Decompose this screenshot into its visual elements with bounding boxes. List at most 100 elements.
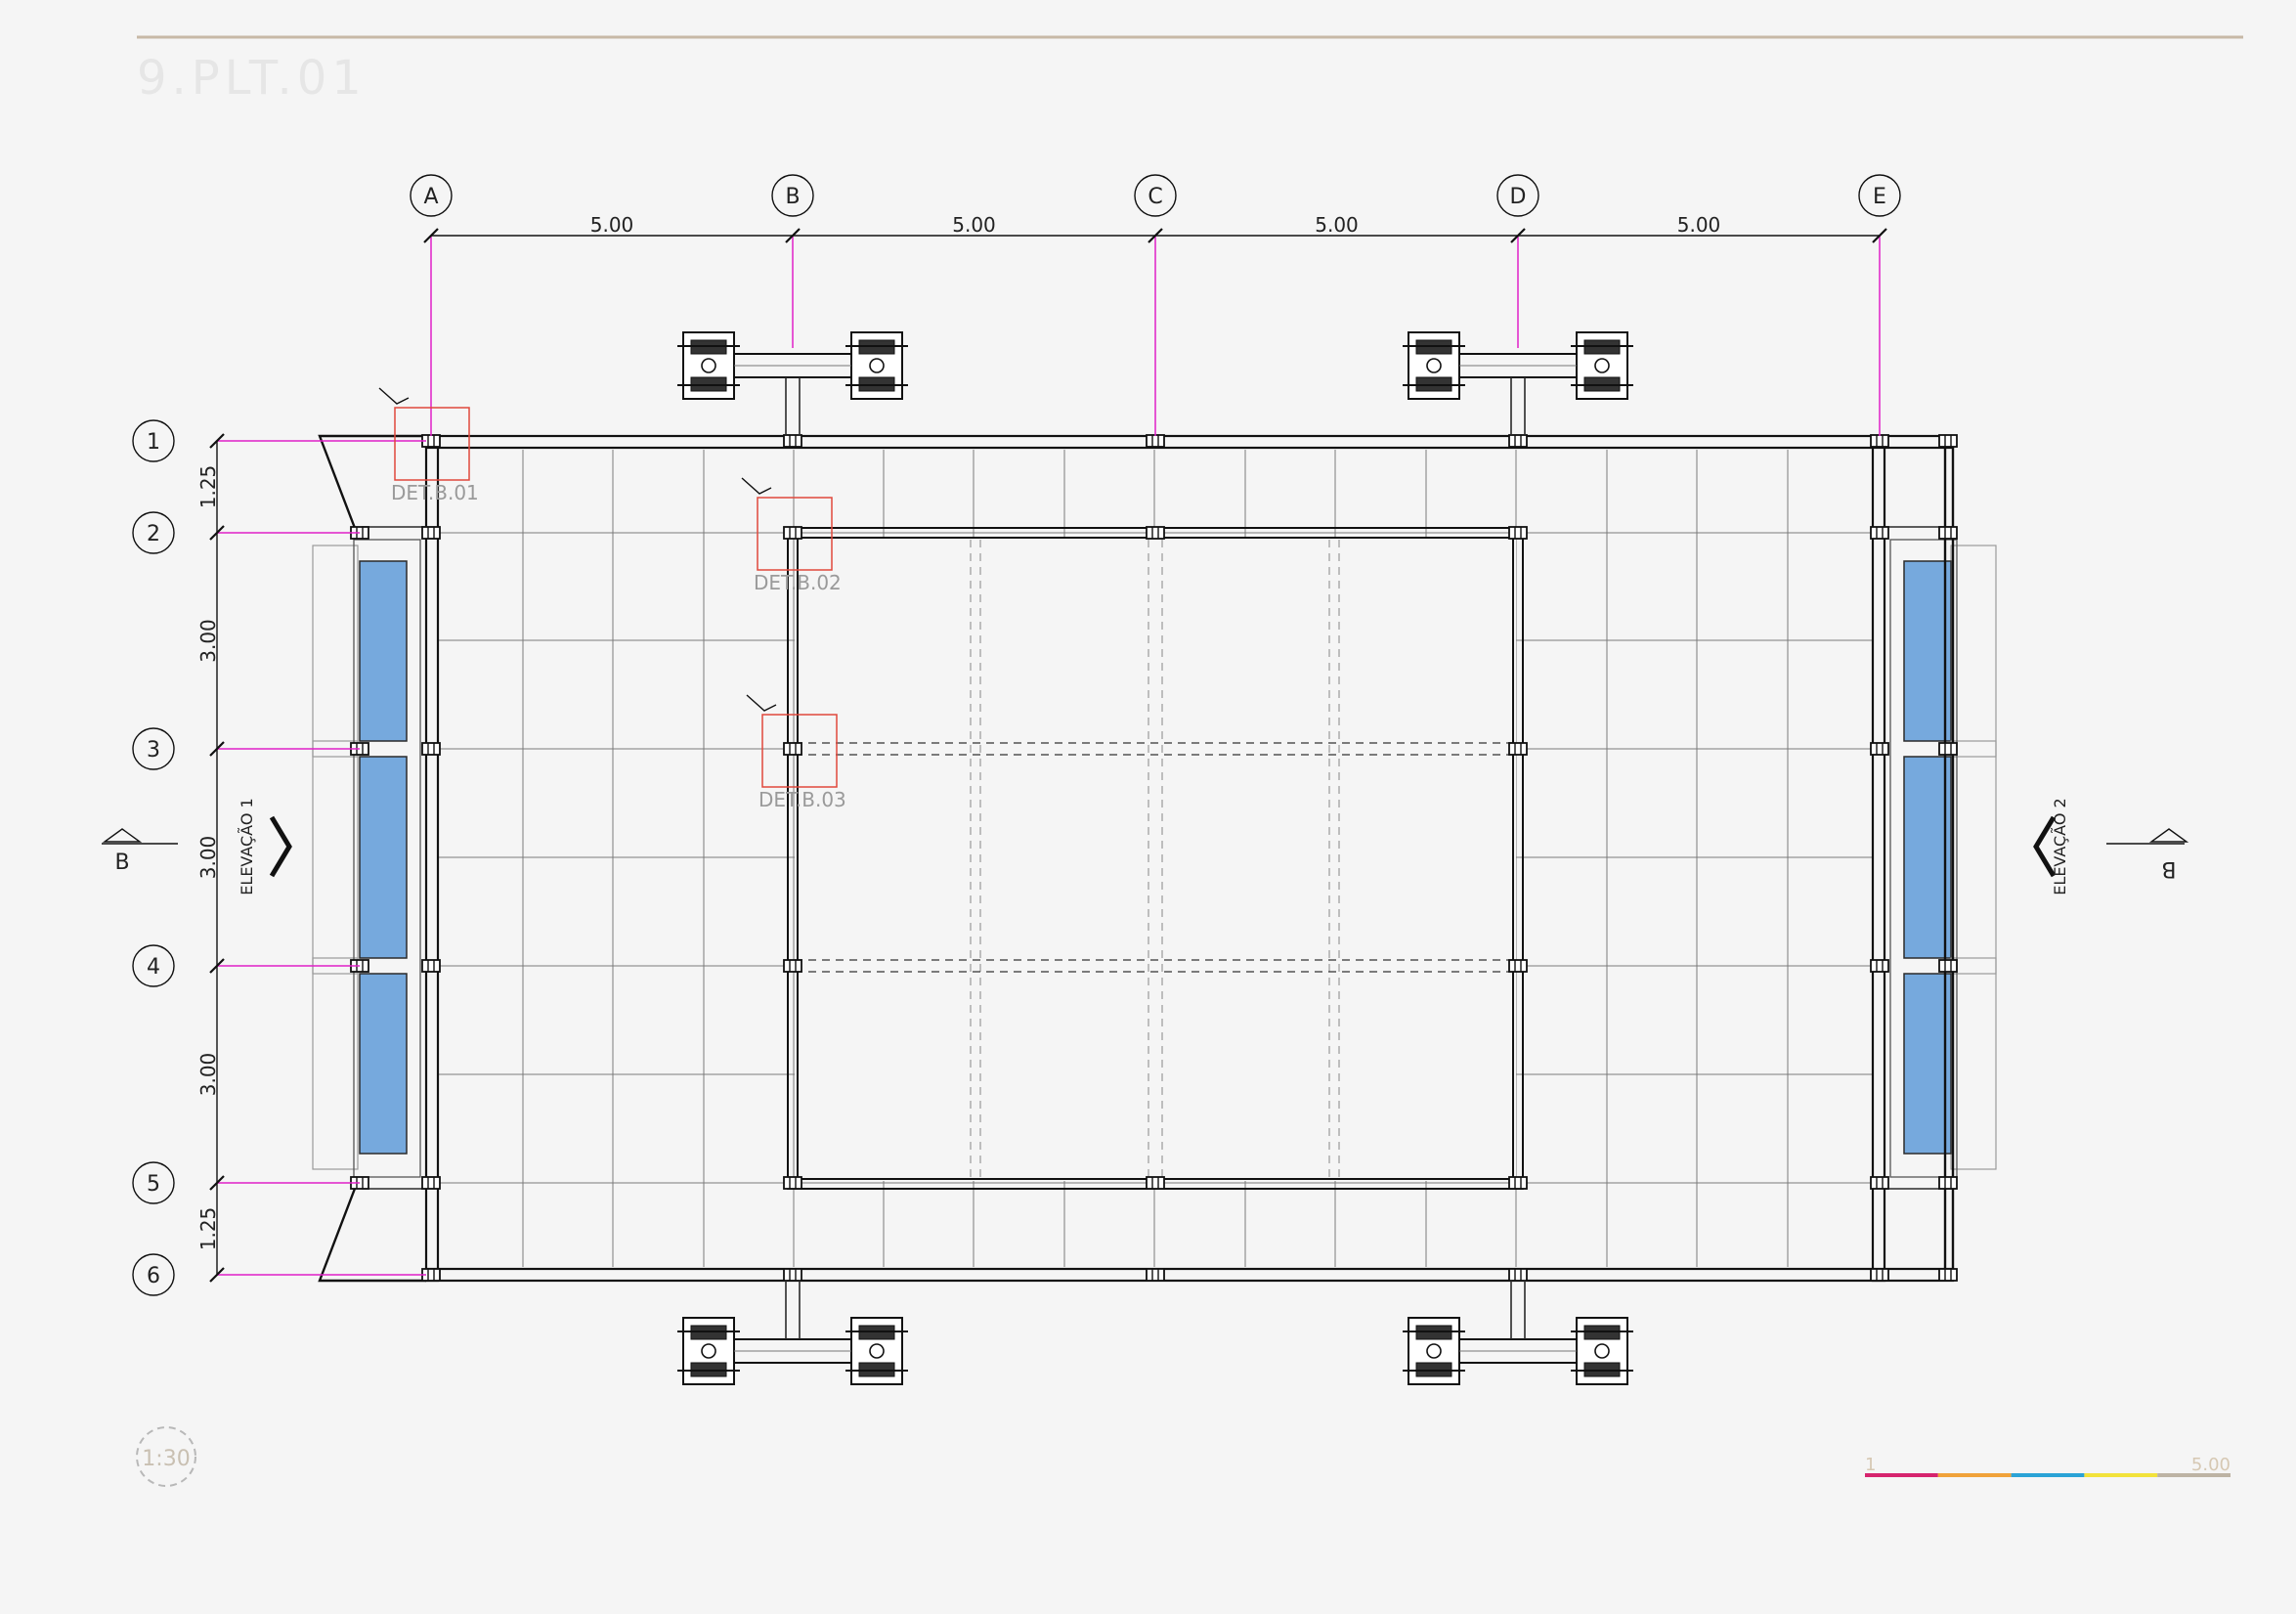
rig-top-d-motor-b xyxy=(1571,331,1633,400)
detail-label-1: DET.B.01 xyxy=(391,481,479,504)
window-frame-right-2 xyxy=(1950,740,1997,975)
connector-left-inner-2 xyxy=(421,959,441,973)
detail-flag-3 xyxy=(746,694,777,712)
window-frame-right-3 xyxy=(1950,957,1997,1170)
grid-lines xyxy=(217,236,1881,1276)
elevation-label-2: ELEVAÇÃO 2 xyxy=(2051,798,2069,894)
detail-box-3 xyxy=(761,714,838,788)
detail-label-2: DET.B.02 xyxy=(754,571,842,594)
connector-inner-right-0 xyxy=(1508,526,1528,540)
dim-col-2: 5.00 xyxy=(1315,213,1359,237)
beam-right xyxy=(1871,434,1886,1283)
dim-tick-left-0 xyxy=(209,433,225,449)
connector-left-inner-0 xyxy=(421,526,441,540)
window-frame-left-1 xyxy=(312,545,359,758)
detail-flag-2 xyxy=(741,477,772,495)
connector-right-2 xyxy=(1938,959,1958,973)
connector-right-inner-1 xyxy=(1870,742,1889,756)
connector-bottom-2 xyxy=(1146,1268,1165,1282)
window-frame-left-2 xyxy=(312,740,359,975)
dim-tick-left-5 xyxy=(209,1267,225,1283)
dim-tick-left-3 xyxy=(209,958,225,974)
grid-bubble-row-6 xyxy=(132,1253,175,1296)
rig-bottom-d-motor-b xyxy=(1571,1317,1633,1385)
window-surround-right xyxy=(1889,539,1958,1178)
dim-tick-left-4 xyxy=(209,1175,225,1191)
grid-bubble-row-5 xyxy=(132,1161,175,1204)
rig-top-b-motor-b xyxy=(845,331,908,400)
section-label-left: B xyxy=(114,851,129,875)
connector-bottom-4 xyxy=(1870,1268,1889,1282)
connector-inner-top-0 xyxy=(1146,526,1165,540)
grid-label-col-B: B xyxy=(785,185,800,209)
grid-bubble-col-C xyxy=(1134,174,1177,217)
dim-tick-top-4 xyxy=(1872,228,1887,243)
glass-panel-left-3 xyxy=(359,973,408,1155)
section-label-right: B xyxy=(2161,856,2176,881)
window-frame-left-3 xyxy=(312,957,359,1170)
glass-panel-right-2 xyxy=(1903,756,1952,959)
inner-room-fill xyxy=(795,538,1516,1181)
grid-label-col-D: D xyxy=(1510,185,1527,209)
scale-bar: 1 5.00 xyxy=(1865,1455,2231,1477)
rig-bottom-d-motor-a-hub xyxy=(1426,1343,1442,1359)
grid-label-row-6: 6 xyxy=(147,1264,160,1288)
rig-bottom-b-motor-a xyxy=(677,1317,740,1385)
dim-col-1: 5.00 xyxy=(952,213,996,237)
sheet-code: 9.PLT.01 xyxy=(137,51,367,106)
scale-bar-segment-3 xyxy=(2011,1473,2085,1477)
grid-bubble-col-A xyxy=(410,174,453,217)
connector-inner-right-1 xyxy=(1508,742,1528,756)
connector-top-1 xyxy=(783,434,802,448)
grid-bubble-row-1 xyxy=(132,419,175,462)
structure xyxy=(312,331,1997,1385)
rig-top-b-motor-a xyxy=(677,331,740,400)
connector-right-inner-0 xyxy=(1870,526,1889,540)
dim-row-1: 3.00 xyxy=(196,619,220,663)
grid-bubble-row-2 xyxy=(132,511,175,554)
grid-label-row-1: 1 xyxy=(147,430,160,455)
connector-right-0 xyxy=(1938,526,1958,540)
grid-label-row-3: 3 xyxy=(147,738,160,763)
elevation-markers: B ELEVAÇÃO 1 B ELEVAÇÃO 2 xyxy=(102,798,2189,895)
connector-right-inner-2 xyxy=(1870,959,1889,973)
connector-left-inner-3 xyxy=(421,1176,441,1190)
connector-inner-left-2 xyxy=(783,959,802,973)
section-arrow-left xyxy=(102,828,143,843)
scale-label: 1:30 xyxy=(142,1447,190,1471)
scale-bar-end: 5.00 xyxy=(2191,1455,2231,1475)
scale-circle xyxy=(136,1426,196,1487)
dim-row-4: 1.25 xyxy=(196,1207,220,1251)
grid-label-col-E: E xyxy=(1873,185,1886,209)
grid-label-row-5: 5 xyxy=(147,1172,160,1197)
detail-box-1 xyxy=(394,407,470,481)
dim-tick-left-2 xyxy=(209,741,225,757)
canopy-wedge-top-left xyxy=(318,434,426,537)
elevation-label-1: ELEVAÇÃO 1 xyxy=(238,798,256,894)
rig-top-d-motor-b-hub xyxy=(1594,358,1610,373)
scale-bar-segment-4 xyxy=(2084,1473,2158,1477)
dim-row-0: 1.25 xyxy=(196,465,220,509)
connector-inner-left-1 xyxy=(783,742,802,756)
connector-top-3 xyxy=(1508,434,1528,448)
rig-bottom-d-motor-b-hub xyxy=(1594,1343,1610,1359)
connector-inner-left-3 xyxy=(783,1176,802,1190)
connector-top-2 xyxy=(1146,434,1165,448)
rig-top-b-motor-a-hub xyxy=(701,358,716,373)
connector-inner-bottom-0 xyxy=(1146,1176,1165,1190)
window-surround-left xyxy=(353,539,421,1178)
rig-top-d-motor-a-hub xyxy=(1426,358,1442,373)
scale-bar-segment-1 xyxy=(1865,1473,1938,1477)
beam-left xyxy=(424,434,440,1283)
dim-tick-top-3 xyxy=(1510,228,1526,243)
glass-panel-left-1 xyxy=(359,560,408,742)
scale-bar-start: 1 xyxy=(1865,1455,1876,1475)
window-frame-right-1 xyxy=(1950,545,1997,758)
scale-bar-segment-5 xyxy=(2157,1473,2231,1477)
connector-top-5 xyxy=(1938,434,1958,448)
connector-inner-right-2 xyxy=(1508,959,1528,973)
connector-right-3 xyxy=(1938,1176,1958,1190)
